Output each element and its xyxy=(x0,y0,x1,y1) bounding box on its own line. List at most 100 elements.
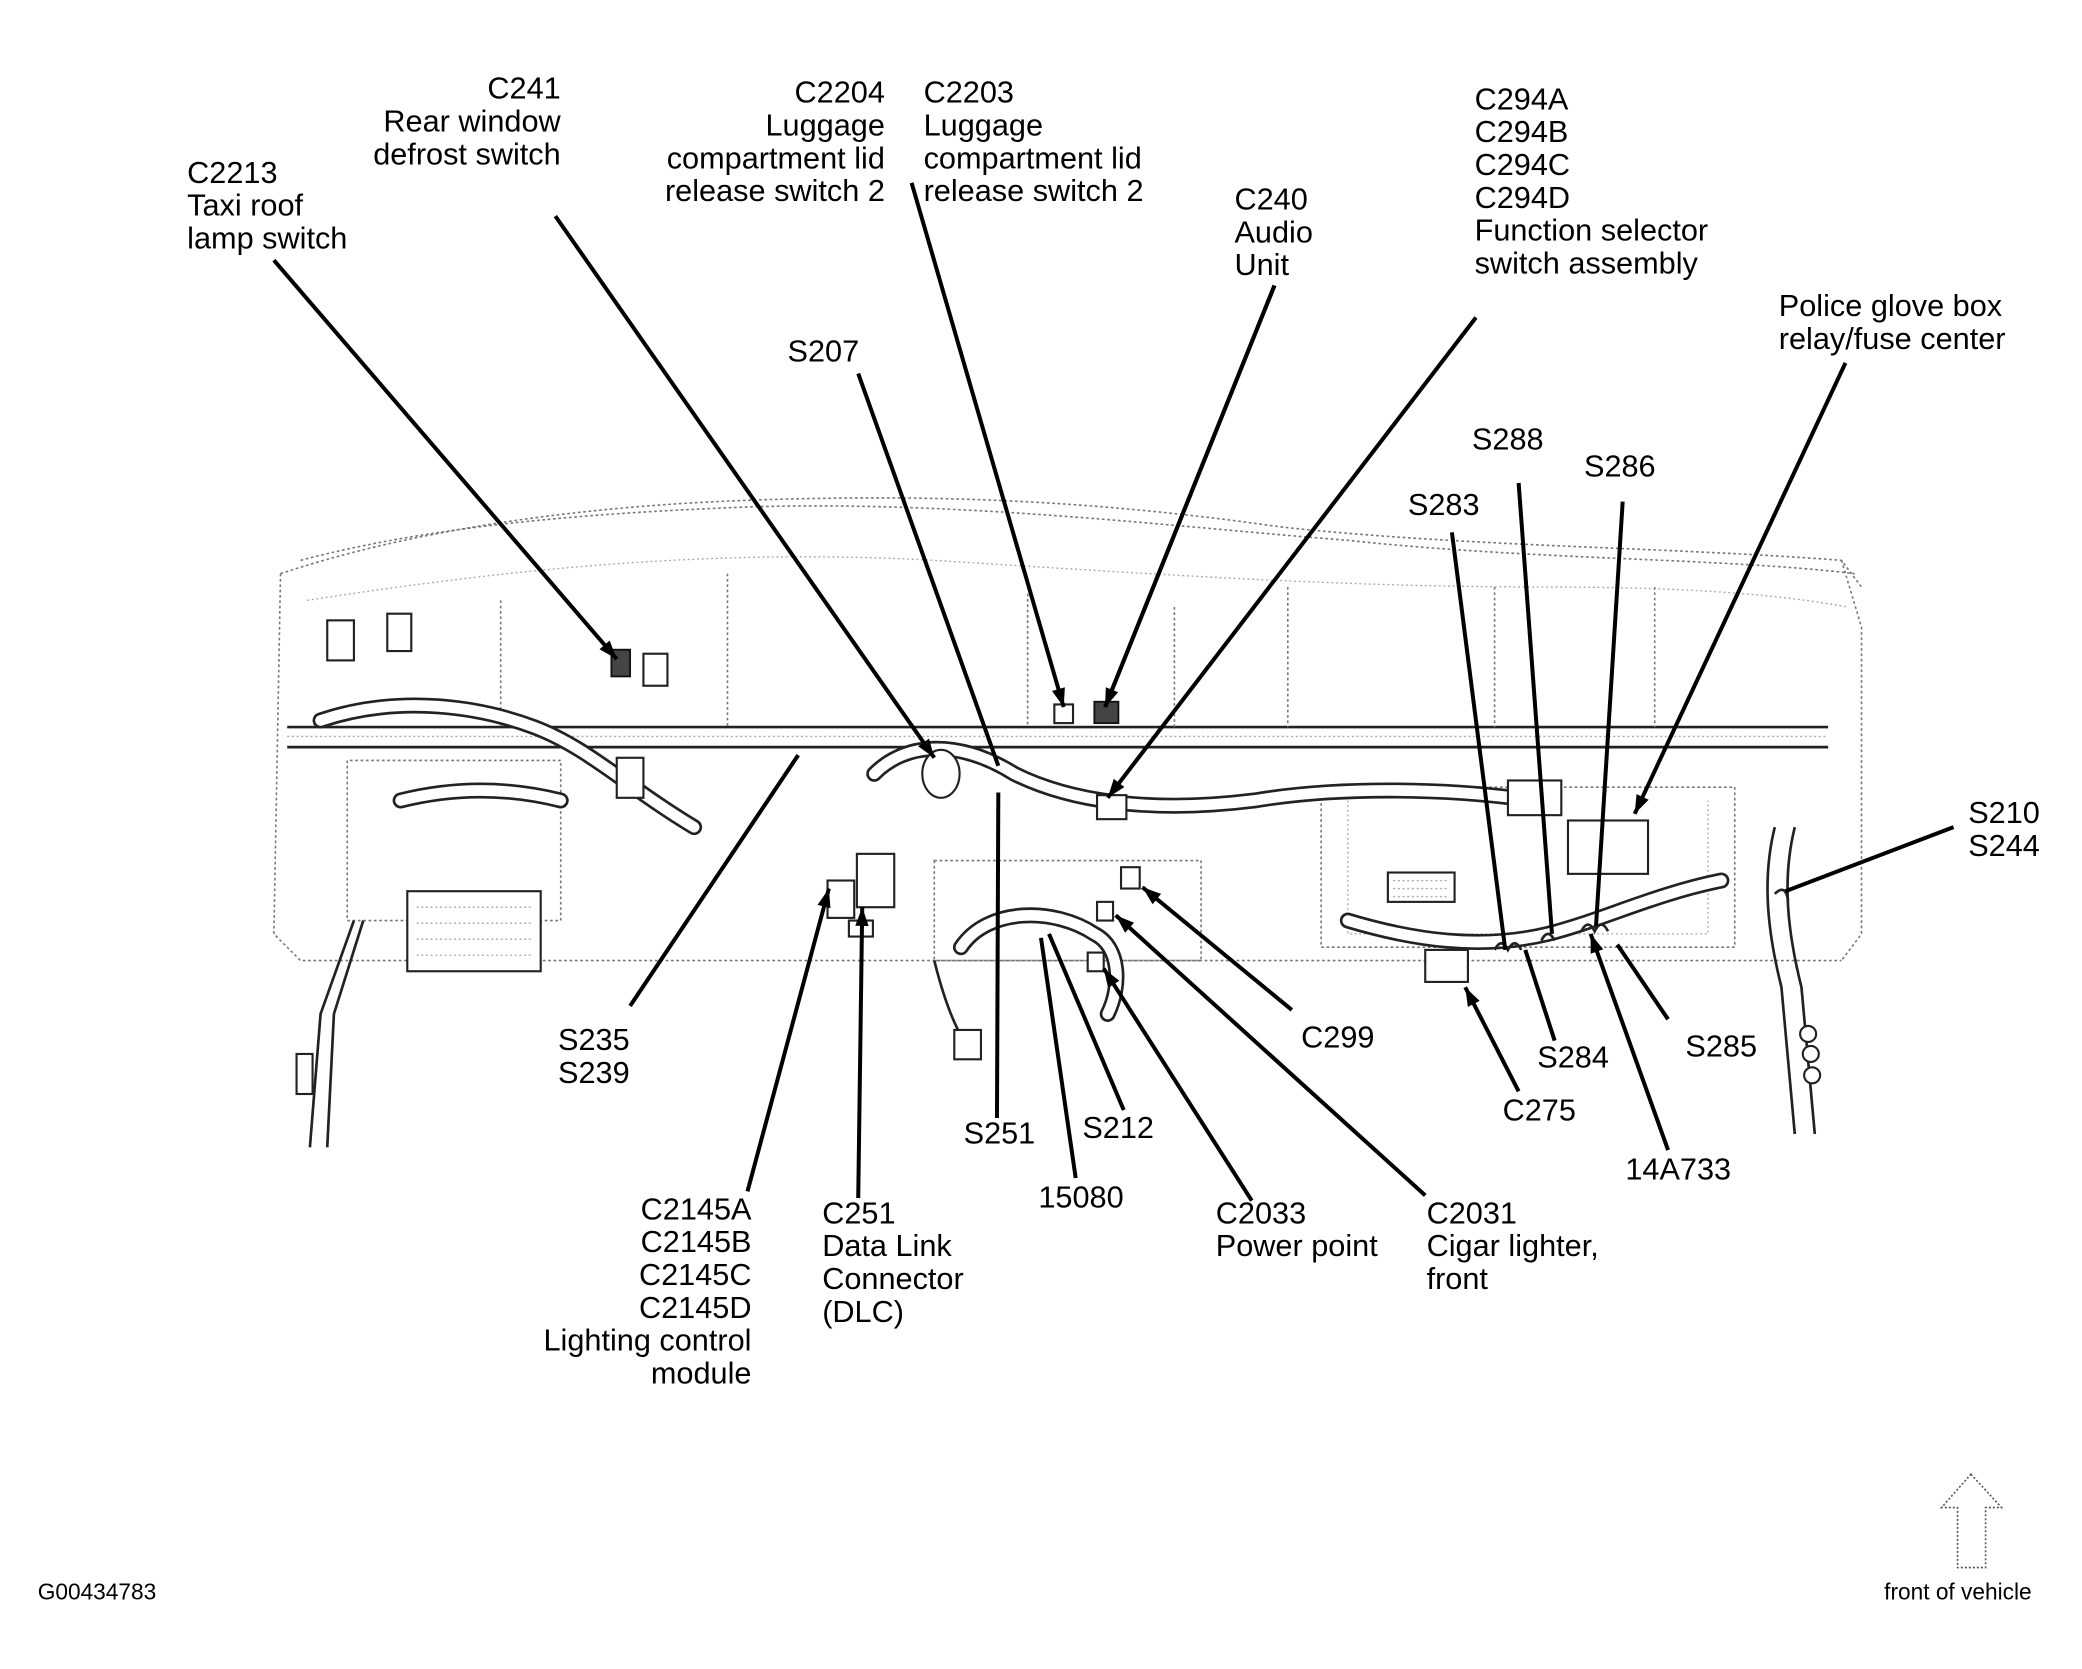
callout-description-line: switch assembly xyxy=(1475,245,1699,280)
callout-s285: S285 xyxy=(1685,1029,1757,1064)
callout-code: S285 xyxy=(1685,1029,1757,1064)
s251-leader-line xyxy=(994,792,1001,1119)
c2033-connector xyxy=(1086,951,1105,973)
c275-arrowhead-icon xyxy=(1465,987,1480,1007)
ground-eyelet-2 xyxy=(1801,1044,1820,1064)
callout-description-line: Cigar lighter, xyxy=(1427,1228,1599,1263)
callout-code: C2204 xyxy=(795,75,885,110)
c241-leader-line xyxy=(553,214,936,759)
callout-code: S284 xyxy=(1537,1039,1609,1074)
c2145-arrowhead-icon xyxy=(817,888,831,909)
lower-drop-connector xyxy=(953,1028,983,1061)
callout-code: Police glove box xyxy=(1779,288,2002,323)
callout-code: C275 xyxy=(1503,1093,1576,1128)
callout-code: S210 xyxy=(1968,795,2040,830)
c251-arrowhead-icon xyxy=(855,907,869,926)
c299-connector xyxy=(1119,866,1141,890)
callout-description-line: C2145D xyxy=(639,1290,752,1325)
14a733-arrowhead-icon xyxy=(1590,933,1604,954)
c275-leader-line xyxy=(1463,986,1521,1093)
callout-code: C240 xyxy=(1234,181,1307,216)
callout-c275: C275 xyxy=(1503,1093,1576,1128)
c294-connector xyxy=(1095,794,1128,821)
callout-description-line: front xyxy=(1427,1261,1489,1296)
glove-box-connector xyxy=(1386,871,1456,903)
callout-description-line: Unit xyxy=(1234,247,1289,282)
c275-connector xyxy=(1424,948,1469,983)
front-of-vehicle-label: front of vehicle xyxy=(1884,1579,2031,1605)
callout-description-line: C294D xyxy=(1475,180,1570,215)
front-of-vehicle-indicator: front of vehicle xyxy=(1884,1473,2032,1605)
c2033-leader-line xyxy=(1102,967,1254,1202)
callout-c299: C299 xyxy=(1301,1019,1374,1054)
c2213-leader-line xyxy=(272,258,619,661)
c2031-leader-line xyxy=(1114,913,1427,1197)
c2204-leader-line xyxy=(909,182,1066,708)
c241-connector xyxy=(921,748,961,799)
callout-code: C2213 xyxy=(187,155,277,190)
callout-s212: S212 xyxy=(1082,1110,1154,1145)
callout-description-line: C294C xyxy=(1475,147,1570,182)
s235-s239-leader-line xyxy=(628,754,800,1008)
left-drop-connector xyxy=(295,1052,314,1096)
callout-description-line: Connector xyxy=(822,1261,964,1296)
c2145-leader-line xyxy=(745,888,831,1192)
up-arrow-icon xyxy=(1939,1473,2004,1569)
c2204-connector xyxy=(1053,703,1075,725)
15080-leader-line xyxy=(1039,937,1078,1179)
ground-eyelet-1 xyxy=(1799,1024,1818,1044)
callout-s283: S283 xyxy=(1408,487,1480,522)
callout-description-line: C294B xyxy=(1475,114,1569,149)
police-glove-box-relay xyxy=(1566,819,1650,875)
ground-eyelet-3 xyxy=(1803,1066,1822,1085)
callout-description-line: C2145B xyxy=(641,1224,752,1259)
police-glove-box-leader-line xyxy=(1632,362,1848,815)
c240-leader-line xyxy=(1103,284,1277,708)
s288-leader-line xyxy=(1516,482,1554,935)
callout-code: S212 xyxy=(1082,1110,1154,1145)
callout-code: S251 xyxy=(964,1115,1036,1150)
callout-description-line: (DLC) xyxy=(822,1294,904,1329)
instrument-panel-drawing xyxy=(273,497,1863,1148)
s210-s244-leader-line xyxy=(1784,825,1955,894)
callout-description-line: defrost switch xyxy=(373,136,561,171)
callout-s284: S284 xyxy=(1537,1039,1609,1074)
c2213-arrowhead-icon xyxy=(599,640,617,660)
14a733-leader-line xyxy=(1588,933,1670,1151)
lighting-control-module xyxy=(855,852,896,909)
callout-code: C2145A xyxy=(641,1191,752,1226)
callout-description-line: relay/fuse center xyxy=(1779,321,2006,356)
callout-code: S207 xyxy=(788,334,860,369)
s207-leader-line xyxy=(856,372,1001,767)
callout-15080: 15080 xyxy=(1038,1179,1123,1214)
c240-arrowhead-icon xyxy=(1105,687,1119,708)
callout-description-line: C2145C xyxy=(639,1257,752,1292)
callout-14a733: 14A733 xyxy=(1625,1151,1731,1186)
leader-lines xyxy=(272,182,1955,1202)
police-glove-box-arrowhead-icon xyxy=(1634,794,1649,814)
callout-description-line: Luggage xyxy=(924,108,1043,143)
callout-description-line: Function selector xyxy=(1475,213,1709,248)
c299-leader-line xyxy=(1141,885,1294,1012)
connector-upper-left-2 xyxy=(386,612,413,653)
c299-arrowhead-icon xyxy=(1142,887,1162,905)
callout-description-line: S244 xyxy=(1968,828,2040,863)
c2145-connector xyxy=(826,879,856,919)
callout-description-line: compartment lid xyxy=(667,140,885,175)
s285-leader-line xyxy=(1615,943,1670,1021)
s284-leader-line xyxy=(1523,949,1557,1042)
s283-leader-line xyxy=(1449,532,1508,951)
fuse-junction-box xyxy=(406,890,542,973)
connector-upper-left xyxy=(326,619,355,662)
callout-description-line: Rear window xyxy=(383,104,561,139)
callout-s251: S251 xyxy=(964,1115,1036,1150)
